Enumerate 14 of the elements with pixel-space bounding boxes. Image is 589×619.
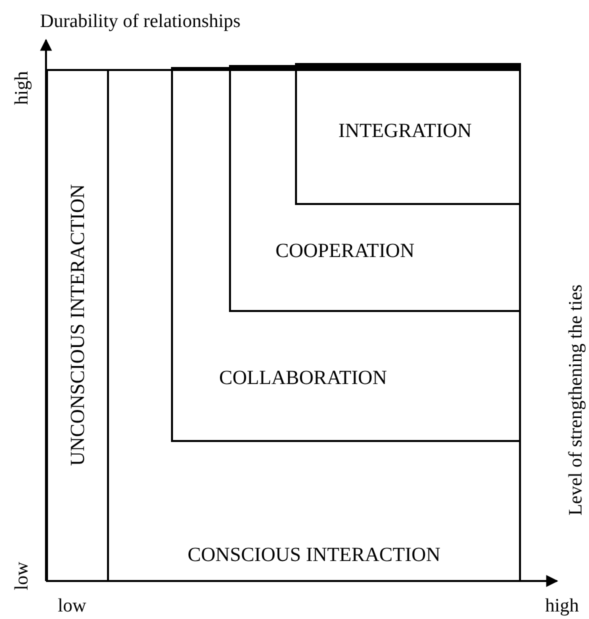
axis-tick-label: high [545, 596, 579, 616]
axis-title: Durability of relationships [40, 12, 241, 31]
region-label: COOPERATION [276, 241, 414, 261]
region-label: COLLABORATION [219, 368, 387, 388]
axis-tick-label: high [12, 71, 32, 105]
region-label: CONSCIOUS INTERACTION [188, 545, 440, 565]
axis-title: Level of strengthening the ties [566, 284, 586, 516]
region-label: INTEGRATION [338, 121, 472, 141]
interaction-column [46, 69, 109, 582]
interaction-region [295, 63, 521, 205]
axis-tick-label: low [58, 596, 86, 616]
region-label: UNCONSCIOUS INTERACTION [68, 184, 88, 466]
axis-tick-label: low [12, 562, 32, 590]
interaction-region [229, 65, 521, 312]
